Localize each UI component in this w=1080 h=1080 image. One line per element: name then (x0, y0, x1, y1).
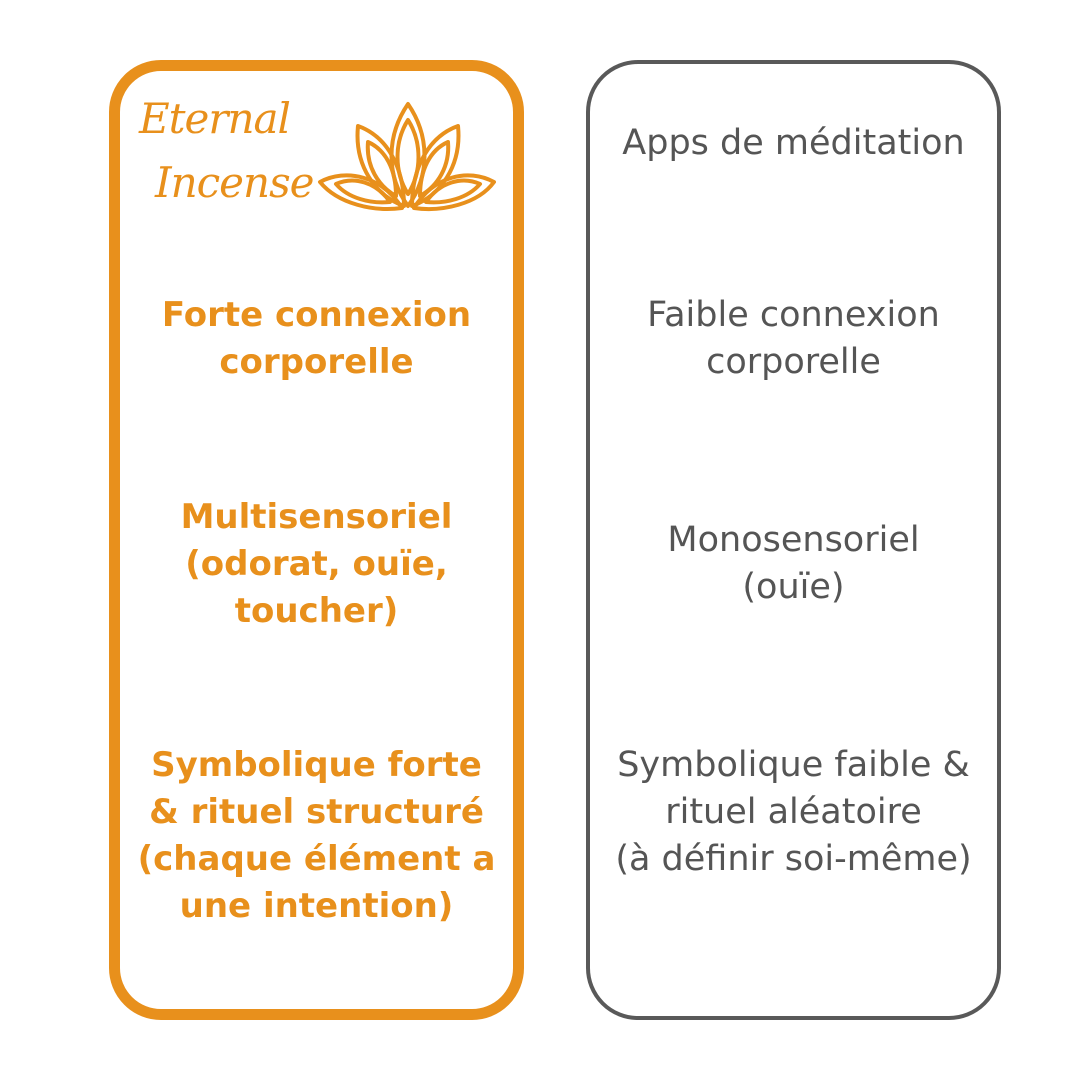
eternal-incense-card (109, 60, 524, 1020)
left-item-body-connection: Forte connexion corporelle (161, 295, 472, 382)
brand-wordmark: Eternal Incense (139, 94, 314, 208)
left-item-multisensory: Multisensoriel (odorat, ouïe, toucher) (180, 497, 453, 631)
meditation-apps-card (586, 60, 1001, 1020)
brand-name-line1: Eternal (139, 94, 291, 143)
right-item-body-connection: Faible connexion corporelle (647, 295, 940, 382)
brand-name-line2: Incense (155, 158, 314, 207)
right-item-monosensory: Monosensoriel (ouïe) (667, 520, 920, 607)
right-card-title: Apps de méditation (622, 123, 965, 163)
lotus-icon (318, 102, 496, 211)
brand-logo: Eternal Incense (131, 90, 506, 230)
left-item-symbolism: Symbolique forte & rituel structuré (cha… (137, 745, 496, 926)
right-item-symbolism: Symbolique faible & rituel aléatoire (à … (615, 745, 972, 879)
